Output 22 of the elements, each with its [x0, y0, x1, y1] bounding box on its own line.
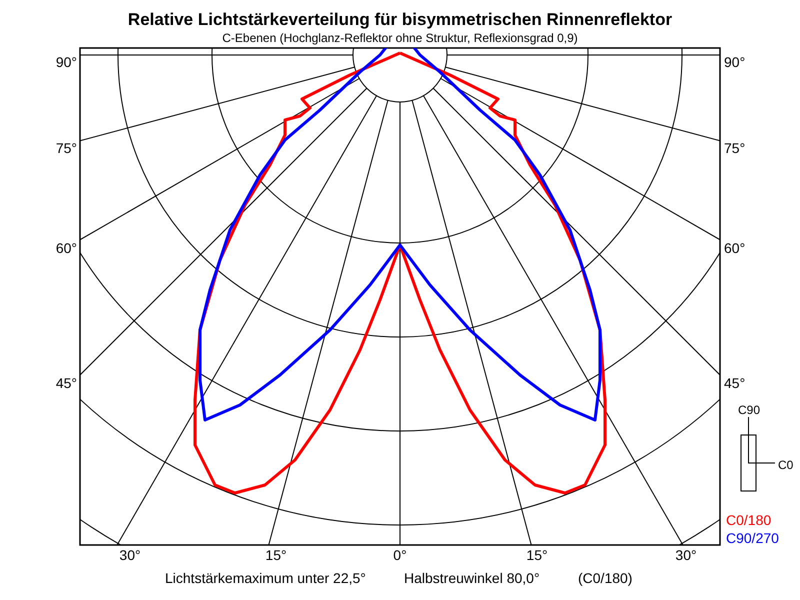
footer-note: Halbstreuwinkel 80,0° — [404, 570, 540, 586]
angle-label: 60° — [56, 240, 77, 256]
legend-entry: C90/270 — [726, 530, 779, 546]
angle-label: 45° — [724, 375, 746, 391]
angle-label: 75° — [56, 140, 77, 156]
angle-label: 90° — [724, 54, 746, 70]
angle-label: 15° — [265, 547, 287, 563]
angle-label: 30° — [675, 547, 697, 563]
angle-label: 15° — [526, 547, 548, 563]
chart-subtitle: C-Ebenen (Hochglanz-Reflektor ohne Struktur, Reflexionsgrad 0,9) — [222, 30, 578, 46]
angle-label: 0° — [393, 547, 407, 563]
footer-note: Lichtstärkemaximum unter 22,5° — [165, 570, 366, 586]
c-plane-label: C90 — [738, 402, 760, 418]
angle-label: 45° — [56, 375, 77, 391]
chart-title: Relative Lichtstärkeverteilung für bisymmetrischen Rinnenreflektor — [128, 10, 672, 30]
angle-label: 90° — [56, 54, 77, 70]
footer-note: (C0/180) — [578, 570, 632, 586]
angle-label: 30° — [119, 547, 141, 563]
c-plane-label: C0 — [778, 457, 794, 473]
legend-entry: C0/180 — [726, 512, 772, 528]
angle-label: 75° — [724, 140, 746, 156]
angle-label: 60° — [724, 240, 746, 256]
